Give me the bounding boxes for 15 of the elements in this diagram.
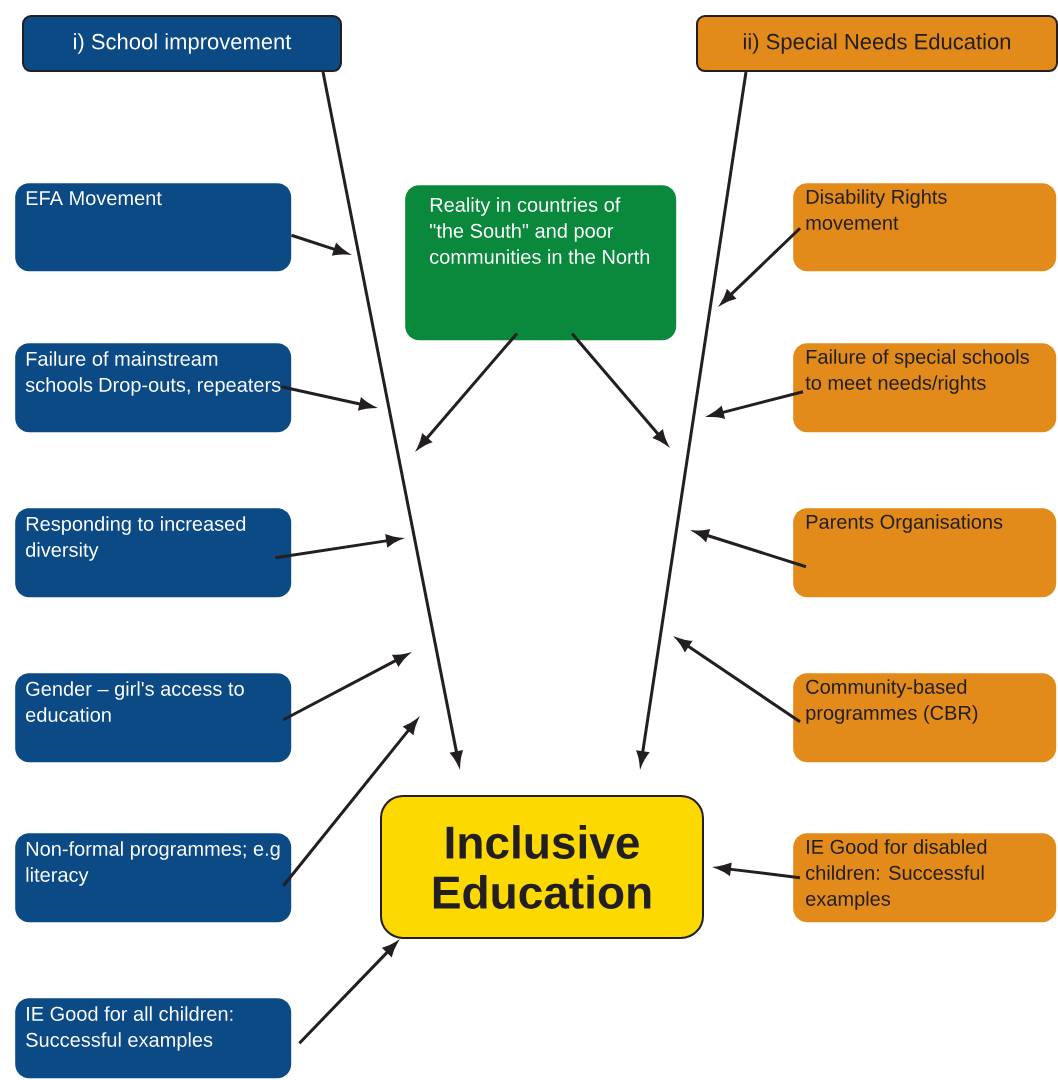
- factor-box: Disability Rights movement: [793, 183, 1057, 272]
- factor-box: Parents Organisations: [793, 508, 1057, 598]
- header-box: ii) Special Needs Education: [696, 15, 1058, 72]
- factor-box: Gender – girl's access to education: [15, 673, 292, 763]
- factor-box: Community-based programmes (CBR): [793, 673, 1057, 763]
- header-box: i) School improvement: [22, 15, 342, 72]
- factor-box: IE Good for disabled children: Successful examples: [793, 833, 1057, 923]
- factor-box: EFA Movement: [15, 183, 292, 272]
- factor-box: Failure of special schools to meet needs/rights: [793, 343, 1057, 433]
- goal-box: Inclusive Education: [380, 795, 704, 939]
- factor-box: Responding to increased diversity: [15, 508, 292, 598]
- context-box: Reality in countries of "the South" and poor communities in the North: [405, 185, 677, 341]
- factor-box: Failure of mainstream schools Drop-outs, repeaters: [15, 343, 292, 433]
- factor-box: IE Good for all children: Successful examples: [15, 998, 292, 1079]
- factor-box: Non-formal programmes; e.g literacy: [15, 833, 292, 923]
